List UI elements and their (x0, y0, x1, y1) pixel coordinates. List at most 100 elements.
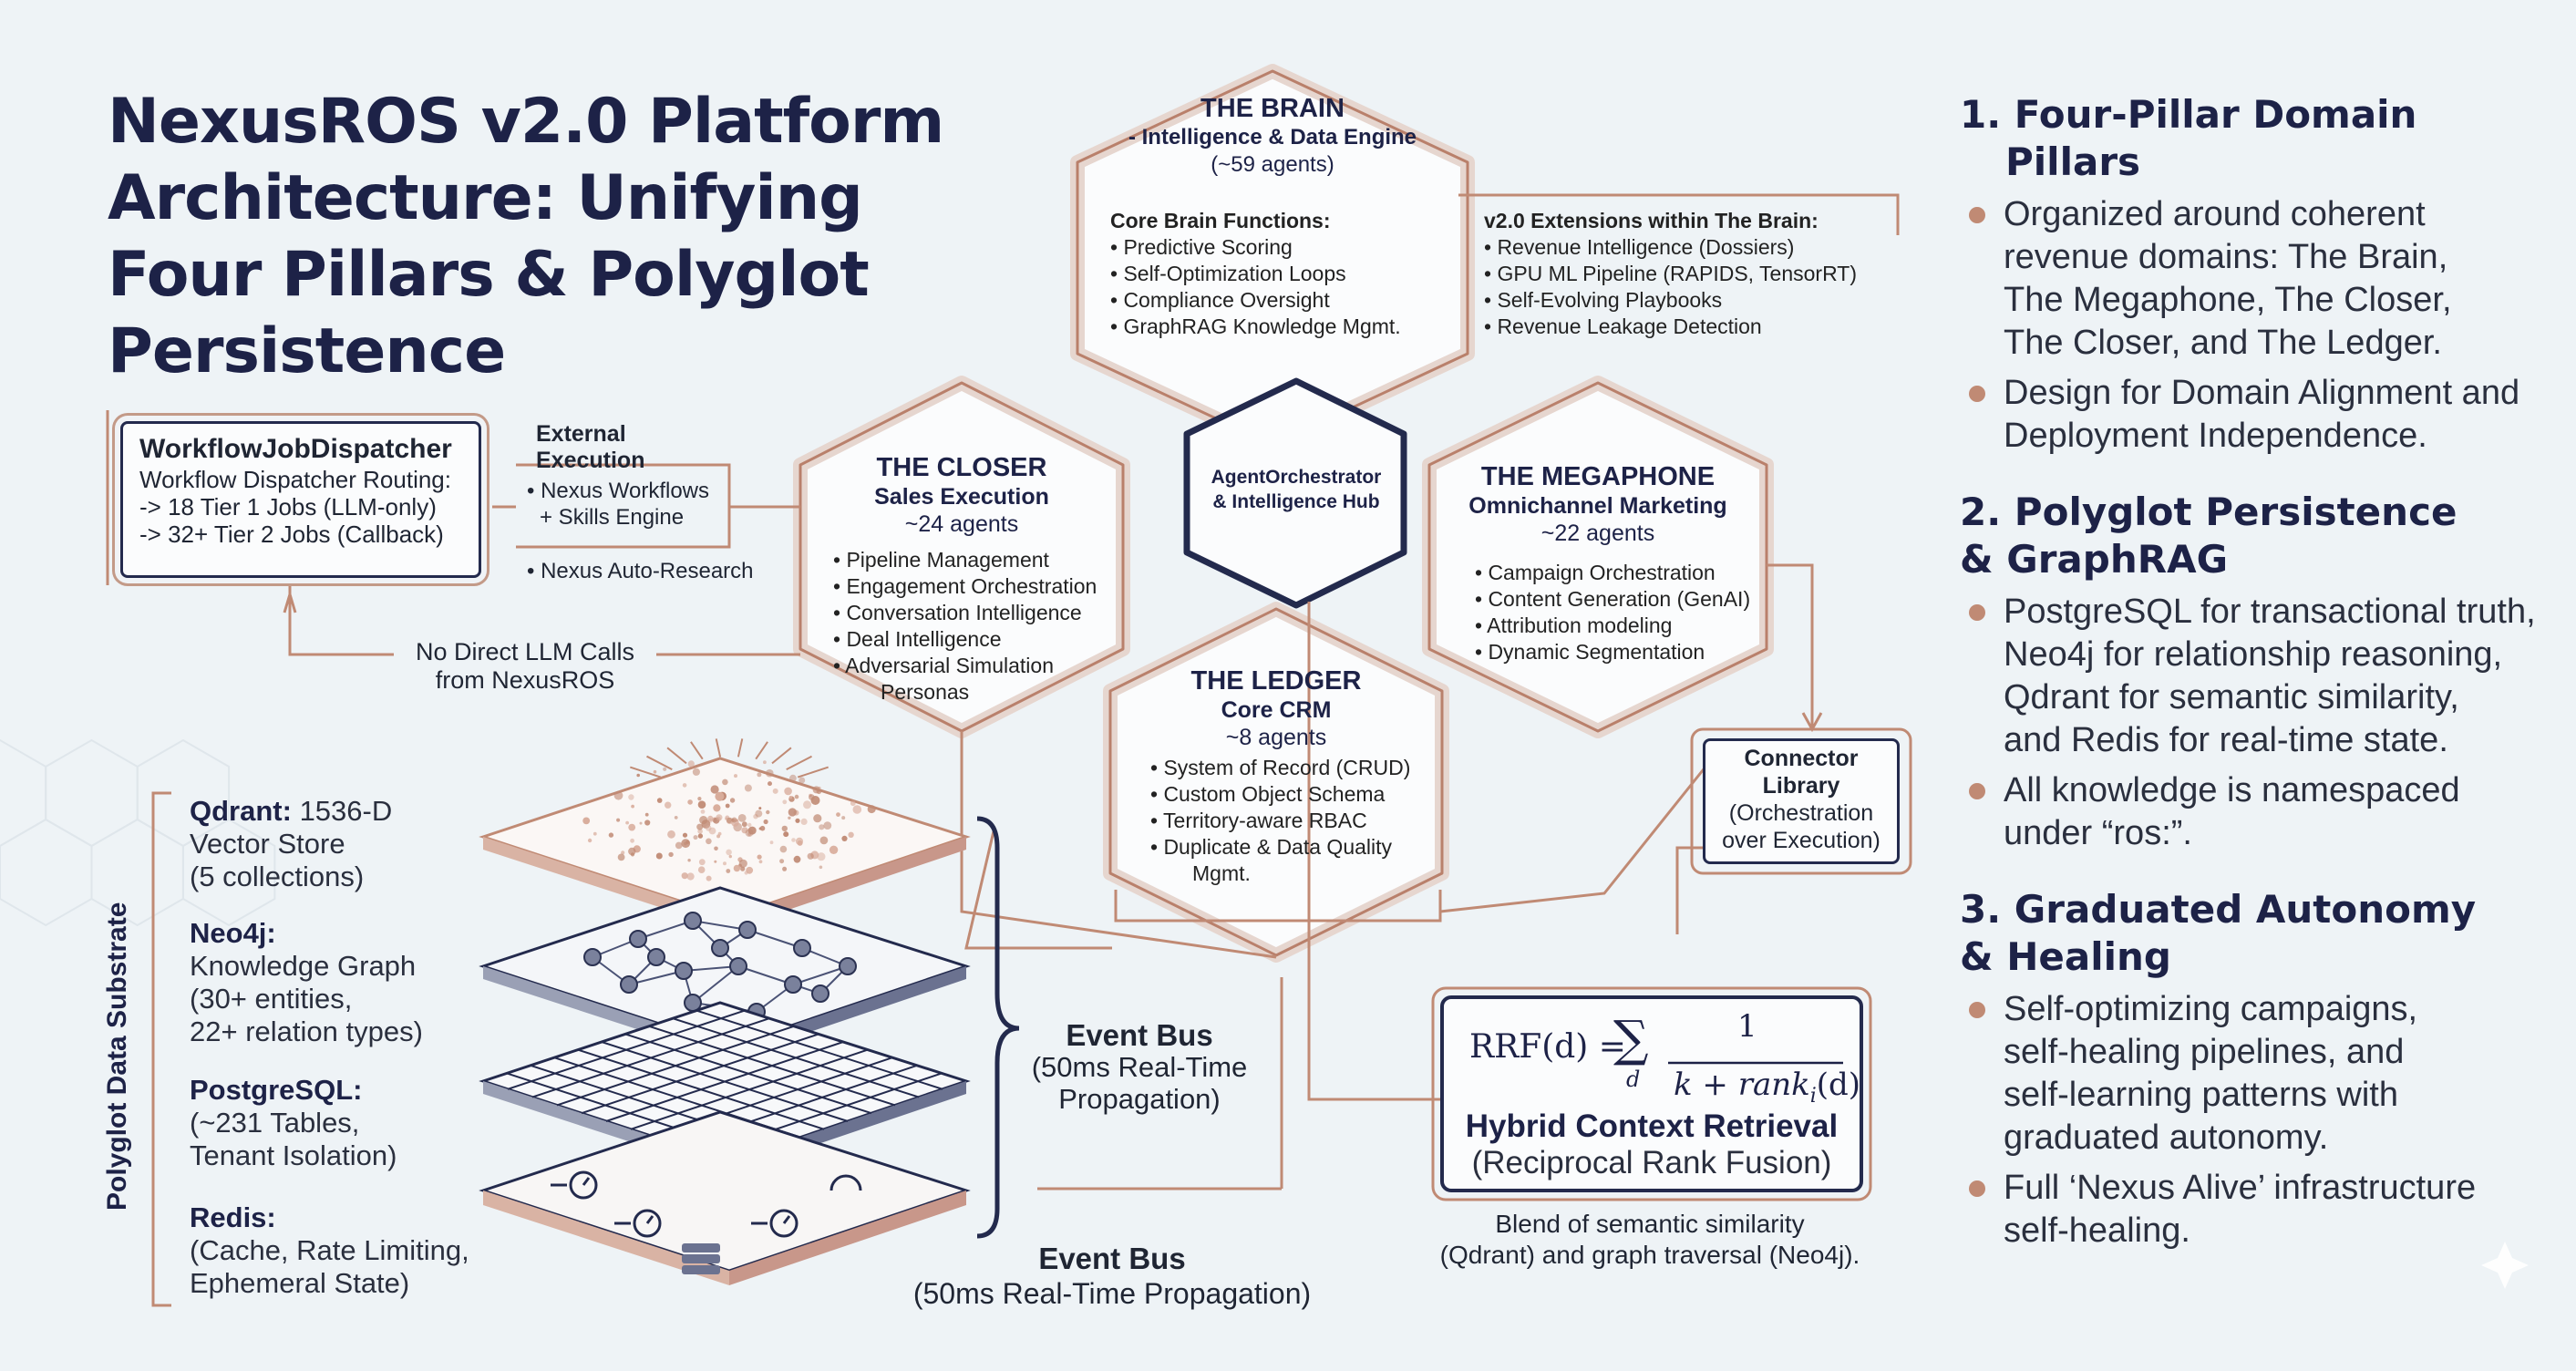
bullet-line: PostgreSQL for transactional truth, (2004, 593, 2536, 631)
rrf-denominator: k + ranki(d) (1674, 1067, 1860, 1108)
retrieval-box (1440, 995, 1863, 1192)
store-name: PostgreSQL: (190, 1074, 363, 1106)
external-list: • Nexus Workflows + Skills Engine (527, 478, 709, 531)
store-line: 22+ relation types) (190, 1015, 423, 1047)
bullet-line: revenue domains: The Brain, (2004, 238, 2448, 276)
store-line: Knowledge Graph (190, 950, 417, 982)
bullet-line: The Closer, and The Ledger. (2004, 324, 2442, 362)
list-item: • Engagement Orchestration (833, 574, 1097, 598)
list-item: • Pipeline Management (833, 548, 1049, 572)
retrieval-subtitle: (Reciprocal Rank Fusion) (1471, 1145, 1832, 1180)
dispatcher-line: Workflow Dispatcher Routing: (139, 466, 451, 493)
hub-line: & Intelligence Hub (1212, 491, 1380, 512)
list-item: • Revenue Intelligence (Dossiers) (1484, 235, 1795, 259)
bullet-icon (1969, 604, 1985, 621)
external-heading-line: Execution (536, 448, 645, 473)
retrieval-caption-line: (Qdrant) and graph traversal (Neo4j). (1439, 1241, 1860, 1269)
event-bus-brace (976, 816, 1020, 1239)
rrf-numerator: 1 (1737, 1008, 1757, 1045)
list-item: • Duplicate & Data Quality (1150, 835, 1393, 859)
list-item: • Attribution modeling (1475, 613, 1673, 637)
brain-count: (~59 agents) (1211, 152, 1334, 177)
neo4j-desc: Neo4j: Knowledge Graph (30+ entities, 22… (190, 917, 423, 1048)
section-1-bullet-2: Design for Domain Alignment and Deployme… (1960, 372, 2561, 458)
bullet-line: Qdrant for semantic similarity, (2004, 678, 2459, 716)
rrf-denominator-text: k + rank (1674, 1067, 1810, 1103)
megaphone-hex (1422, 376, 1774, 738)
database-icon (682, 1243, 720, 1274)
bullet-line: under “ros:”. (2004, 814, 2192, 852)
list-item: • Campaign Orchestration (1475, 561, 1716, 584)
external-heading-line: External (536, 421, 626, 447)
store-line: (30+ entities, (190, 983, 353, 1015)
list-item: • Predictive Scoring (1110, 235, 1293, 259)
section-title-line: & GraphRAG (1960, 537, 2229, 582)
connector-title: Connector (1744, 746, 1859, 771)
section-title-line: 1. Four-Pillar Domain (1960, 92, 2417, 137)
hub-hex (1183, 377, 1407, 609)
section-1-title: 1. Four-Pillar Domain Pillars (1960, 91, 2561, 186)
bullet-icon (1969, 207, 1985, 223)
event-bus-line: (50ms Real-Time (1031, 1051, 1248, 1083)
closer-count: ~24 agents (904, 511, 1019, 537)
ledger-title: THE LEDGER (1190, 666, 1362, 696)
retrieval-title-block: Hybrid Context Retrieval (Reciprocal Ran… (1442, 1108, 1861, 1181)
megaphone-count: ~22 agents (1540, 521, 1655, 546)
ledger-header: THE LEDGER Core CRM ~8 agents (1114, 665, 1438, 751)
list-item: • Adversarial Simulation (833, 654, 1054, 677)
connector-line: over Execution) (1722, 828, 1880, 853)
sparkle-icon (2481, 1242, 2529, 1289)
knowledge-graph-icon (583, 912, 857, 1021)
hub-label: AgentOrchestrator & Intelligence Hub (1187, 465, 1406, 514)
list-item: Personas (881, 680, 970, 704)
bullet-line: All knowledge is namespaced (2004, 771, 2460, 809)
brain-core-heading: Core Brain Functions: (1110, 209, 1331, 232)
redis-layer (479, 1110, 971, 1285)
bullet-icon (1969, 783, 1985, 799)
store-line: Tenant Isolation) (190, 1139, 397, 1171)
list-item: • Dynamic Segmentation (1475, 640, 1705, 664)
store-line: 1536-D (299, 795, 393, 827)
event-bus-label: Event Bus (50ms Real-Time Propagation) (1012, 1019, 1267, 1115)
section-title-line: 2. Polyglot Persistence (1960, 490, 2458, 534)
stopwatch-icons (551, 1170, 862, 1238)
section-title-line: 3. Graduated Autonomy (1960, 887, 2477, 932)
store-line: (Cache, Rate Limiting, (190, 1234, 469, 1266)
brain-ext-heading: v2.0 Extensions within The Brain: (1484, 209, 1819, 232)
brain-title: THE BRAIN (1200, 94, 1345, 123)
postgres-desc: PostgreSQL: (~231 Tables, Tenant Isolati… (190, 1074, 397, 1172)
bullet-icon (1969, 1180, 1985, 1197)
megaphone-header: THE MEGAPHONE Omnichannel Marketing ~22 … (1433, 461, 1763, 547)
store-line: Ephemeral State) (190, 1267, 410, 1299)
list-item: • System of Record (CRUD) (1150, 756, 1411, 779)
list-item: + Skills Engine (540, 505, 685, 530)
ledger-count: ~8 agents (1225, 725, 1327, 750)
section-3-bullet-2: Full ‘Nexus Alive’ infrastructure self-h… (1960, 1167, 2561, 1252)
rrf-sum-sub: d (1626, 1067, 1641, 1092)
right-panel: 1. Four-Pillar Domain Pillars Organized … (1960, 91, 2561, 1252)
megaphone-subtitle: Omnichannel Marketing (1468, 493, 1727, 519)
list-item: • GPU ML Pipeline (RAPIDS, TensorRT) (1484, 262, 1857, 285)
brain-header: THE BRAIN - Intelligence & Data Engine (… (1090, 93, 1455, 179)
store-line: Vector Store (190, 828, 345, 860)
list-item: • Conversation Intelligence (833, 601, 1082, 624)
closer-subtitle: Sales Execution (874, 484, 1049, 510)
bullet-line: Design for Domain Alignment and (2004, 374, 2520, 412)
brain-core-list: Core Brain Functions: • Predictive Scori… (1110, 208, 1401, 340)
dispatcher-box: WorkflowJobDispatcher Workflow Dispatche… (120, 421, 481, 578)
retrieval-title: Hybrid Context Retrieval (1465, 1108, 1839, 1144)
rrf-sum-symbol: ∑ (1613, 1010, 1649, 1067)
list-item: • GraphRAG Knowledge Mgmt. (1110, 314, 1401, 338)
bullet-line: self-learning patterns with (2004, 1076, 2398, 1114)
bullet-line: self-healing pipelines, and (2004, 1033, 2405, 1071)
list-item: • Self-Evolving Playbooks (1484, 288, 1723, 312)
dispatcher-line: -> 32+ Tier 2 Jobs (Callback) (139, 521, 444, 548)
section-1-bullet-1: Organized around coherent revenue domain… (1960, 193, 2561, 365)
store-line: (~231 Tables, (190, 1107, 360, 1139)
closer-title: THE CLOSER (876, 453, 1047, 482)
no-llm-note: No Direct LLM Calls from NexusROS (394, 638, 656, 695)
store-name: Neo4j: (190, 917, 276, 949)
closer-list: • Pipeline Management • Engagement Orche… (833, 547, 1097, 706)
